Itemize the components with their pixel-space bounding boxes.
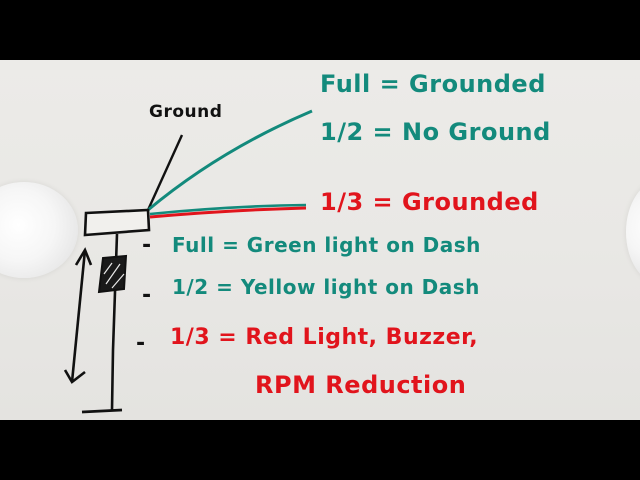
double-arrow xyxy=(63,247,93,384)
bullet-3: - xyxy=(136,331,146,356)
teal-wire-lower xyxy=(149,203,307,216)
hatched-sensor xyxy=(97,254,128,294)
state-half: 1/2 = Yellow light on Dash xyxy=(172,275,480,299)
bullet-2: - xyxy=(142,283,152,308)
whiteboard: Ground Full = Grounded 1/2 = No Ground 1… xyxy=(0,60,640,420)
sensor-box xyxy=(83,208,151,237)
ground-label: Ground xyxy=(149,102,222,122)
teal-wire-upper xyxy=(147,109,313,212)
legend-full: Full = Grounded xyxy=(320,70,546,98)
legend-half: 1/2 = No Ground xyxy=(320,118,551,146)
state-full: Full = Green light on Dash xyxy=(172,233,481,257)
base-line xyxy=(81,408,123,414)
whiteboard-drawing: Ground Full = Grounded 1/2 = No Ground 1… xyxy=(63,70,551,414)
red-wire-lower xyxy=(149,206,307,219)
state-third-cont: RPM Reduction xyxy=(255,371,466,399)
ground-wire xyxy=(146,134,184,211)
legend-third: 1/3 = Grounded xyxy=(320,188,539,216)
state-third: 1/3 = Red Light, Buzzer, xyxy=(170,325,478,350)
bullet-1: - xyxy=(142,233,152,258)
